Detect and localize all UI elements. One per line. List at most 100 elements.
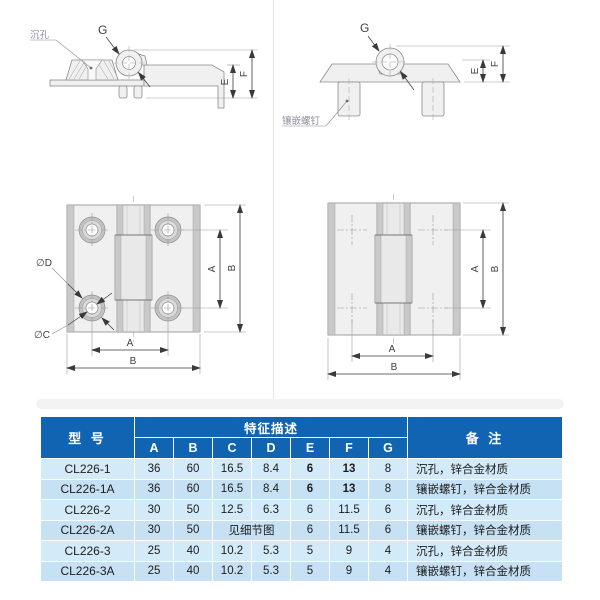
- table-accent-band: [36, 399, 564, 409]
- remark-cell: 沉孔，锌合金材质: [407, 540, 563, 562]
- spec-cell: 50: [173, 499, 213, 521]
- spec-table: 型 号 特征描述 备 注 A B C D E F G CL226-1 36: [40, 416, 563, 582]
- table-row: CL226-1 36 60 16.5 8.4 6 13 8 沉孔，锌合金材质: [40, 458, 563, 480]
- spec-cell: 36: [134, 478, 174, 500]
- dim-a-side-label: A: [470, 265, 481, 272]
- spec-cell: 5: [290, 560, 330, 582]
- leader-dot: [89, 66, 93, 70]
- dia-d-label: ∅D: [36, 258, 52, 269]
- spec-cell: 60: [173, 478, 213, 500]
- model-cell: CL226-3: [40, 540, 135, 562]
- spec-cell: 5.3: [251, 560, 291, 582]
- spec-cell: 6: [290, 458, 330, 480]
- pin-dia-label: G: [98, 23, 107, 37]
- spec-cell: 9: [329, 560, 369, 582]
- table-row: CL226-3A 25 40 10.2 5.3 5 9 4 镶嵌螺钉，锌合金材质: [40, 560, 563, 582]
- spec-cell: 30: [134, 499, 174, 521]
- spec-cell: 13: [329, 478, 369, 500]
- spec-cell: 11.5: [329, 519, 369, 541]
- spec-cell: 8.4: [251, 478, 291, 500]
- dim-a-bottom-label: A: [127, 338, 134, 349]
- header-feature-group: 特征描述: [134, 416, 408, 438]
- remark-cell: 沉孔，锌合金材质: [407, 499, 563, 521]
- dim-b-bottom-label: B: [391, 362, 398, 373]
- dim-f-label: F: [239, 71, 250, 77]
- model-cell: CL226-3A: [40, 560, 135, 582]
- embedded-screw-label: 镶嵌螺钉: [282, 115, 321, 127]
- header-col-f: F: [329, 437, 369, 459]
- spec-cell: 6: [368, 519, 408, 541]
- header-col-c: C: [212, 437, 252, 459]
- spec-cell: 6: [290, 499, 330, 521]
- model-cell: CL226-1: [40, 458, 135, 480]
- spec-cell: 5.3: [251, 540, 291, 562]
- spec-cell: 11.5: [329, 499, 369, 521]
- spec-cell: 36: [134, 458, 174, 480]
- spec-cell: 8: [368, 478, 408, 500]
- spec-cell: 6: [290, 478, 330, 500]
- dim-b-side-label: B: [227, 264, 238, 271]
- spec-cell: 9: [329, 540, 369, 562]
- hinge-side-profile: [49, 46, 225, 109]
- dim-f-label: F: [490, 61, 501, 67]
- spec-cell: 60: [173, 458, 213, 480]
- spec-cell: 50: [173, 519, 213, 541]
- spec-cell: 8: [368, 458, 408, 480]
- header-col-a: A: [134, 437, 174, 459]
- header-col-b: B: [173, 437, 213, 459]
- screw-position-marks: [337, 215, 448, 323]
- quadrant-divider: [273, 0, 274, 402]
- side-view-countersunk-drawing: 沉孔 G E F: [30, 23, 258, 109]
- spec-cell: 30: [134, 519, 174, 541]
- rear-view-drawing: A B A B: [327, 194, 509, 380]
- counterbore-label: 沉孔: [30, 30, 50, 41]
- table-row: CL226-2 30 50 12.5 6.3 6 11.5 6 沉孔，锌合金材质: [40, 499, 563, 521]
- spec-cell: 25: [134, 560, 174, 582]
- spec-cell: 6: [290, 519, 330, 541]
- spec-cell: 10.2: [212, 540, 252, 562]
- remark-cell: 镶嵌螺钉，锌合金材质: [407, 560, 563, 582]
- side-view-stud-drawing: 镶嵌螺钉 G E F: [282, 21, 510, 127]
- spec-cell: 13: [329, 458, 369, 480]
- leader-dot: [345, 99, 349, 103]
- table-row: CL226-1A 36 60 16.5 8.4 6 13 8 镶嵌螺钉，锌合金材…: [40, 478, 563, 500]
- dim-e-label: E: [220, 78, 231, 85]
- table-row: CL226-2A 30 50 见细节图 6 11.5 6 镶嵌螺钉，锌合金材质: [40, 519, 563, 541]
- dim-b-bottom-label: B: [130, 356, 137, 367]
- spec-cell: 6.3: [251, 499, 291, 521]
- header-col-g: G: [368, 437, 408, 459]
- model-cell: CL226-2A: [40, 519, 135, 541]
- dia-c-label: ∅C: [34, 330, 50, 341]
- model-cell: CL226-1A: [40, 478, 135, 500]
- remark-cell: 沉孔，锌合金材质: [407, 458, 563, 480]
- spec-cell: 40: [173, 560, 213, 582]
- spec-cell: 25: [134, 540, 174, 562]
- spec-cell: 16.5: [212, 458, 252, 480]
- header-col-d: D: [251, 437, 291, 459]
- spec-cell: 10.2: [212, 560, 252, 582]
- hinge-side-profile: [319, 44, 461, 120]
- table-row: CL226-3 25 40 10.2 5.3 5 9 4 沉孔，锌合金材质: [40, 540, 563, 562]
- front-view-drawing: ∅D ∅C A B A B: [34, 196, 246, 374]
- remark-cell: 镶嵌螺钉，锌合金材质: [407, 478, 563, 500]
- spec-cell: 4: [368, 560, 408, 582]
- spec-cell: 16.5: [212, 478, 252, 500]
- dim-e-label: E: [470, 67, 481, 74]
- dim-a-side-label: A: [207, 265, 218, 272]
- header-remark: 备 注: [407, 416, 563, 459]
- spec-cell: 5: [290, 540, 330, 562]
- spec-cell: 40: [173, 540, 213, 562]
- spec-cell: 6: [368, 499, 408, 521]
- header-model: 型 号: [40, 416, 135, 459]
- pin-dia-label: G: [360, 21, 369, 35]
- spec-table-grid: 型 号 特征描述 备 注 A B C D E F G CL226-1 36: [40, 416, 563, 582]
- dim-a-bottom-label: A: [389, 344, 396, 355]
- detail-note-cell: 见细节图: [212, 519, 291, 541]
- header-col-e: E: [290, 437, 330, 459]
- spec-cell: 12.5: [212, 499, 252, 521]
- countersunk-holes: [75, 213, 185, 325]
- dim-b-side-label: B: [490, 265, 501, 272]
- hinge-rear-body: [327, 194, 461, 348]
- spec-cell: 8.4: [251, 458, 291, 480]
